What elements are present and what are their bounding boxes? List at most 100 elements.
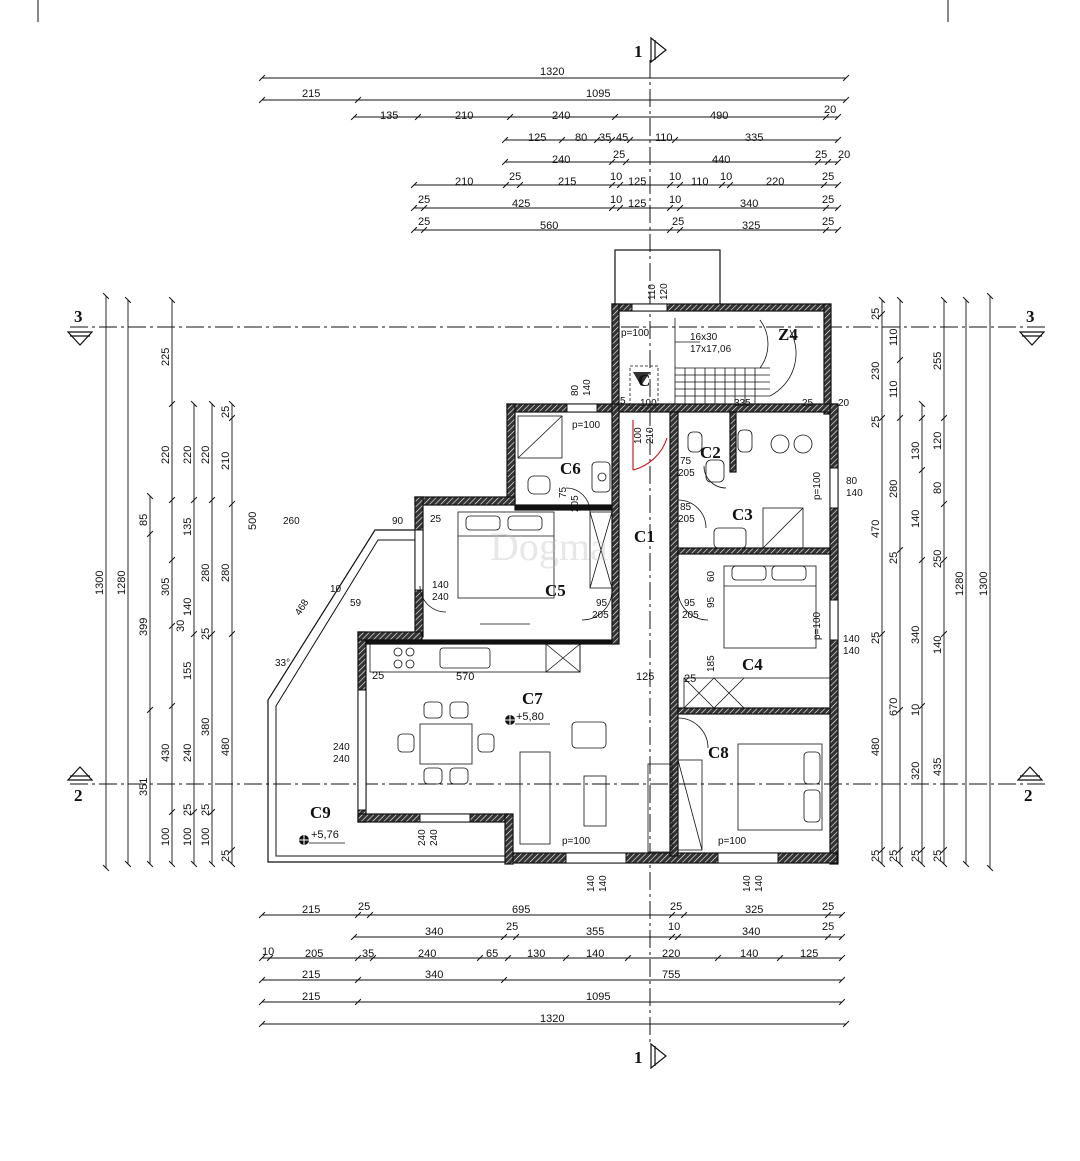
- svg-text:C2: C2: [700, 443, 721, 462]
- svg-text:25: 25: [182, 804, 194, 816]
- svg-text:560: 560: [540, 220, 558, 232]
- svg-text:240: 240: [429, 829, 440, 846]
- svg-text:215: 215: [302, 88, 320, 100]
- svg-text:25: 25: [888, 850, 900, 862]
- svg-text:110: 110: [691, 176, 709, 188]
- svg-text:+5,76: +5,76: [311, 829, 339, 841]
- svg-text:85: 85: [680, 502, 692, 513]
- svg-text:Z4: Z4: [778, 325, 798, 344]
- svg-text:120: 120: [932, 432, 944, 450]
- svg-text:480: 480: [870, 738, 882, 756]
- svg-text:100: 100: [640, 398, 657, 409]
- svg-text:25: 25: [870, 850, 882, 862]
- svg-text:25: 25: [509, 171, 521, 183]
- left-dimension-chains: [102, 292, 232, 872]
- svg-text:215: 215: [302, 991, 320, 1003]
- fixtures: [369, 415, 831, 853]
- svg-text:p=100: p=100: [572, 420, 601, 431]
- svg-text:+5,80: +5,80: [516, 711, 544, 723]
- svg-text:205: 205: [570, 495, 581, 512]
- svg-text:399: 399: [138, 618, 150, 636]
- svg-text:240: 240: [552, 154, 570, 166]
- svg-text:335: 335: [734, 398, 751, 409]
- svg-text:25: 25: [418, 216, 430, 228]
- svg-text:140: 140: [582, 379, 593, 396]
- svg-text:p=100: p=100: [718, 836, 747, 847]
- svg-text:80: 80: [932, 482, 944, 494]
- svg-text:25: 25: [815, 149, 827, 161]
- svg-text:210: 210: [220, 452, 232, 470]
- svg-text:85: 85: [138, 514, 150, 526]
- svg-text:25: 25: [372, 670, 384, 682]
- svg-text:230: 230: [870, 362, 882, 380]
- svg-text:695: 695: [512, 904, 530, 916]
- svg-text:35: 35: [599, 132, 611, 144]
- svg-text:215: 215: [558, 176, 576, 188]
- svg-text:10: 10: [669, 171, 681, 183]
- svg-text:140: 140: [846, 488, 863, 499]
- room-labels: Z4 C C1 C2 C3 C4 C5 C6 C7 C8 C9: [310, 325, 798, 822]
- svg-text:220: 220: [766, 176, 784, 188]
- svg-text:25: 25: [672, 216, 684, 228]
- svg-text:25: 25: [200, 804, 212, 816]
- svg-text:25: 25: [870, 308, 882, 320]
- svg-text:10: 10: [669, 194, 681, 206]
- right-dimension-chains: [882, 292, 994, 872]
- svg-text:10: 10: [720, 171, 732, 183]
- svg-text:1280: 1280: [954, 572, 966, 596]
- svg-text:90: 90: [392, 516, 404, 527]
- svg-text:75: 75: [558, 486, 569, 498]
- svg-text:140: 140: [586, 875, 597, 892]
- entrance-door: [629, 365, 668, 471]
- svg-text:240: 240: [417, 829, 428, 846]
- svg-text:95: 95: [706, 596, 717, 608]
- svg-text:25: 25: [358, 901, 370, 913]
- interior-doors: [419, 465, 727, 749]
- svg-text:p=100: p=100: [812, 611, 823, 640]
- svg-text:25: 25: [200, 628, 212, 640]
- svg-text:10: 10: [910, 704, 922, 716]
- svg-text:205: 205: [305, 948, 323, 960]
- svg-text:1095: 1095: [586, 88, 610, 100]
- svg-text:130: 130: [527, 948, 545, 960]
- svg-text:320: 320: [910, 762, 922, 780]
- svg-text:25: 25: [613, 149, 625, 161]
- svg-text:325: 325: [742, 220, 760, 232]
- svg-text:340: 340: [425, 926, 443, 938]
- svg-text:335: 335: [745, 132, 763, 144]
- svg-text:65: 65: [486, 948, 498, 960]
- svg-text:260: 260: [283, 516, 300, 527]
- svg-text:325: 325: [745, 904, 763, 916]
- svg-text:280: 280: [220, 564, 232, 582]
- svg-text:140: 140: [432, 580, 449, 591]
- svg-text:140: 140: [910, 510, 922, 528]
- svg-text:25: 25: [870, 632, 882, 644]
- svg-text:2: 2: [74, 786, 83, 805]
- svg-text:25: 25: [418, 194, 430, 206]
- svg-text:380: 380: [200, 718, 212, 736]
- section-mark-3-right: 3: [1018, 307, 1046, 346]
- svg-text:140: 140: [598, 875, 609, 892]
- svg-text:220: 220: [182, 446, 194, 464]
- svg-text:100: 100: [200, 828, 212, 846]
- svg-text:351: 351: [138, 778, 150, 796]
- svg-text:1320: 1320: [540, 66, 564, 78]
- watermark: Dogma: [490, 524, 608, 569]
- svg-text:3: 3: [74, 307, 83, 326]
- svg-text:80: 80: [575, 132, 587, 144]
- svg-text:125: 125: [528, 132, 546, 144]
- svg-text:280: 280: [200, 564, 212, 582]
- svg-text:125: 125: [628, 198, 646, 210]
- svg-text:755: 755: [662, 969, 680, 981]
- svg-text:110: 110: [888, 328, 900, 346]
- svg-text:25: 25: [910, 850, 922, 862]
- svg-text:10: 10: [668, 921, 680, 933]
- svg-text:430: 430: [160, 744, 172, 762]
- svg-text:500: 500: [247, 512, 259, 530]
- svg-text:25: 25: [684, 673, 696, 685]
- svg-text:130: 130: [910, 442, 922, 460]
- svg-text:570: 570: [456, 671, 474, 683]
- svg-text:25: 25: [822, 901, 834, 913]
- svg-text:480: 480: [220, 738, 232, 756]
- svg-text:470: 470: [870, 520, 882, 538]
